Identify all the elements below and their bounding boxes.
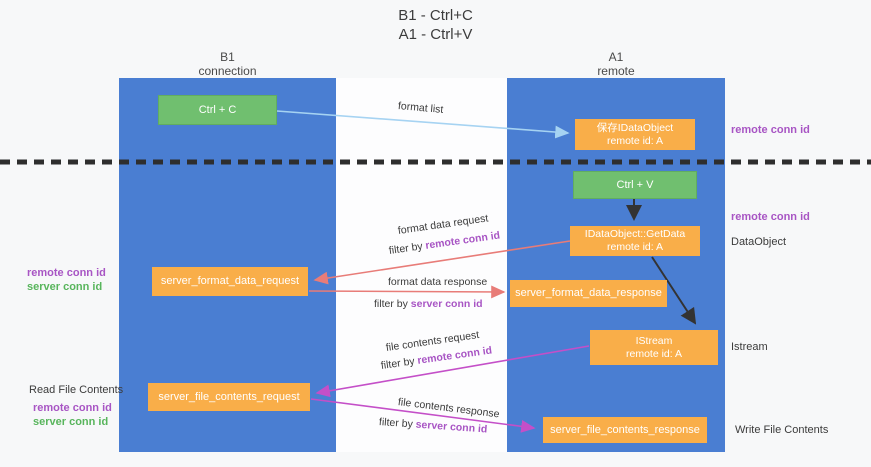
lane-a1-name: A1 bbox=[608, 50, 624, 64]
edge-format-data-response bbox=[308, 285, 506, 299]
edge-format-data-request bbox=[313, 240, 571, 285]
lane-header-a1: A1 remote bbox=[507, 50, 725, 78]
node-getdata-line1: IDataObject::GetData bbox=[584, 228, 686, 240]
label-remote-conn-id-left-1: remote conn id bbox=[27, 267, 106, 279]
label-server-conn-id-1: server conn id bbox=[410, 298, 483, 310]
label-remote-conn-id-left-2: remote conn id bbox=[33, 402, 112, 414]
label-filter-by-2: filter by bbox=[374, 298, 411, 310]
node-server-file-contents-response-label: server_file_contents_response bbox=[550, 423, 700, 436]
node-ctrl-v-label: Ctrl + V bbox=[616, 179, 654, 191]
label-filter-by-4: filter by bbox=[378, 416, 417, 431]
label-filter-by-server-conn-id-1: filter by server conn id bbox=[374, 298, 483, 310]
node-server-format-data-request-label: server_format_data_request bbox=[160, 275, 300, 287]
label-write-file-contents: Write File Contents bbox=[735, 424, 829, 436]
label-remote-conn-id-top-right: remote conn id bbox=[731, 124, 810, 136]
lane-a1-role: remote bbox=[597, 64, 635, 78]
edge-getdata-to-istream bbox=[651, 256, 697, 325]
lane-b1-role: connection bbox=[198, 64, 257, 78]
node-server-format-data-response-label: server_format_data_response bbox=[515, 287, 662, 299]
label-server-conn-id-left-1: server conn id bbox=[27, 281, 103, 293]
label-server-conn-id-left-2: server conn id bbox=[33, 416, 109, 428]
node-server-file-contents-request-label: server_file_contents_request bbox=[158, 390, 300, 403]
label-format-data-response: format data response bbox=[388, 276, 488, 288]
node-ctrl-c-label: Ctrl + C bbox=[198, 104, 237, 116]
node-istream-line1: IStream bbox=[635, 334, 673, 347]
label-conn-ids-left-1: remote conn id server conn id bbox=[27, 266, 106, 294]
middle-background-strip bbox=[336, 78, 507, 452]
label-conn-ids-left-2: remote conn id server conn id bbox=[33, 401, 112, 429]
node-ctrl-v: Ctrl + V bbox=[573, 171, 697, 199]
node-server-format-data-response: server_format_data_response bbox=[510, 280, 667, 307]
label-istream: Istream bbox=[731, 341, 768, 353]
node-idataobject-getdata: IDataObject::GetData remote id: A bbox=[570, 226, 700, 256]
node-server-file-contents-response: server_file_contents_response bbox=[543, 417, 707, 443]
node-getdata-line2: remote id: A bbox=[606, 241, 664, 253]
label-remote-conn-id-mid-right: remote conn id bbox=[731, 211, 810, 223]
node-server-file-contents-request: server_file_contents_request bbox=[148, 383, 310, 411]
lane-header-b1: B1 connection bbox=[119, 50, 336, 78]
diagram-title: B1 - Ctrl+C A1 - Ctrl+V bbox=[0, 6, 871, 44]
node-save-idataobject-line1: 保存IDataObject bbox=[596, 121, 674, 134]
edge-file-contents-response bbox=[310, 398, 536, 433]
node-ctrl-c: Ctrl + C bbox=[158, 95, 277, 125]
edge-format-list bbox=[276, 110, 570, 139]
edge-file-contents-request bbox=[315, 345, 590, 398]
title-line-1: B1 - Ctrl+C bbox=[398, 7, 473, 24]
label-read-file-contents: Read File Contents bbox=[29, 384, 124, 396]
node-save-idataobject-line2: remote id: A bbox=[606, 134, 664, 147]
title-line-2: A1 - Ctrl+V bbox=[398, 26, 473, 43]
node-istream: IStream remote id: A bbox=[590, 330, 718, 365]
lane-b1-name: B1 bbox=[220, 50, 235, 64]
label-dataobject: DataObject bbox=[731, 236, 787, 248]
node-server-format-data-request: server_format_data_request bbox=[152, 267, 308, 296]
node-save-idataobject: 保存IDataObject remote id: A bbox=[575, 119, 695, 150]
node-istream-line2: remote id: A bbox=[625, 347, 683, 360]
